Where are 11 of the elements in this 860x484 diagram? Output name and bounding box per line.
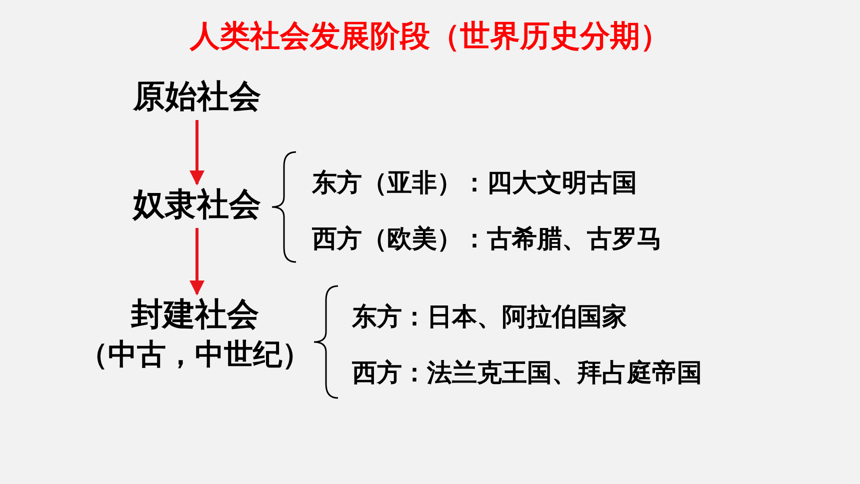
arrow (190, 228, 204, 296)
region-text: 东方：日本、阿拉伯国家 (352, 301, 627, 333)
region-text: 西方（欧美）：古希腊、古罗马 (312, 223, 662, 255)
stage-name: 封建社会 (131, 294, 259, 335)
stage-name: 原始社会 (133, 76, 261, 117)
stage-name: 奴隶社会 (133, 184, 261, 225)
title: 人类社会发展阶段（世界历史分期） (188, 18, 671, 56)
arrow (190, 120, 204, 186)
stage-note: （中古，中世纪） (79, 336, 311, 373)
region-text: 东方（亚非）：四大文明古国 (312, 167, 637, 199)
region-text: 西方：法兰克王国、拜占庭帝国 (352, 357, 702, 389)
